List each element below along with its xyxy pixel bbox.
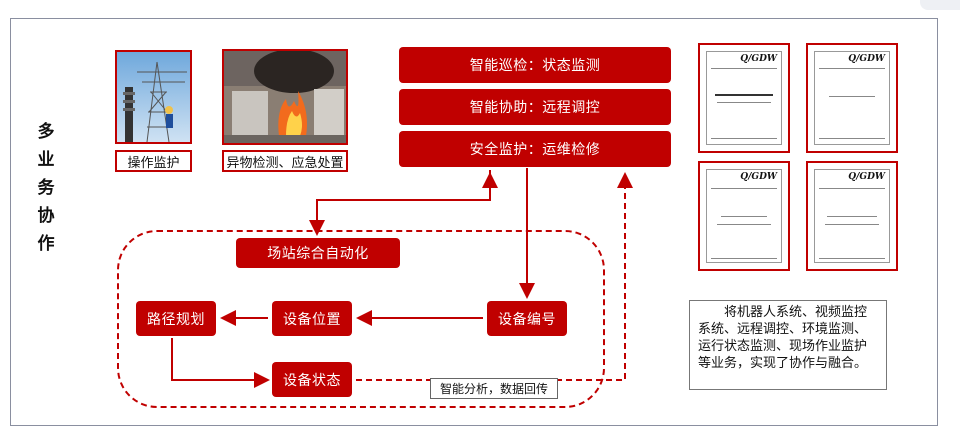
standard-code: Q/GDW <box>740 54 777 64</box>
route-planning-box: 路径规划 <box>136 301 216 336</box>
standard-doc: Q/GDW <box>698 43 790 153</box>
standard-code: Q/GDW <box>848 172 885 182</box>
emergency-photo <box>222 49 348 145</box>
function-label: 安全监护：运维检修 <box>469 142 601 158</box>
function-box-inspection: 智能巡检：状态监测 <box>399 47 671 83</box>
summary-text: 将机器人系统、视频监控系统、远程调控、环境监测、运行状态监测、现场作业监护等业务… <box>689 300 887 390</box>
standard-doc: Q/GDW <box>698 161 790 271</box>
standard-doc: Q/GDW <box>806 43 898 153</box>
side-title-char: 业 <box>37 150 55 170</box>
function-label: 智能巡检：状态监测 <box>469 58 601 74</box>
function-label: 智能协助：远程调控 <box>469 100 601 116</box>
standard-code: Q/GDW <box>740 172 777 182</box>
operation-photo <box>115 50 192 144</box>
device-position-box: 设备位置 <box>272 301 352 336</box>
station-automation-box: 场站综合自动化 <box>236 238 400 268</box>
corner-tab <box>920 0 960 10</box>
slide-frame <box>10 18 938 426</box>
route-label: 路径规划 <box>147 311 205 328</box>
station-title: 场站综合自动化 <box>267 246 369 262</box>
side-title-char: 协 <box>37 206 55 226</box>
operation-caption-text: 操作监护 <box>127 155 180 171</box>
emergency-caption-text: 异物检测、应急处置 <box>226 155 344 171</box>
side-title: 多 业 务 协 作 <box>34 118 58 258</box>
function-box-assist: 智能协助：远程调控 <box>399 89 671 125</box>
analysis-note: 智能分析，数据回传 <box>430 378 558 399</box>
status-label: 设备状态 <box>283 372 341 389</box>
operation-caption: 操作监护 <box>115 150 192 172</box>
side-title-char: 务 <box>37 178 55 198</box>
station-region <box>117 230 605 408</box>
emergency-caption: 异物检测、应急处置 <box>222 150 348 172</box>
standard-code: Q/GDW <box>848 54 885 64</box>
function-box-safety: 安全监护：运维检修 <box>399 131 671 167</box>
analysis-note-text: 智能分析，数据回传 <box>439 382 548 396</box>
standard-doc: Q/GDW <box>806 161 898 271</box>
number-label: 设备编号 <box>498 311 556 328</box>
device-status-box: 设备状态 <box>272 362 352 397</box>
position-label: 设备位置 <box>283 311 341 328</box>
device-number-box: 设备编号 <box>487 301 567 336</box>
side-title-char: 多 <box>37 122 55 142</box>
side-title-char: 作 <box>37 234 55 254</box>
